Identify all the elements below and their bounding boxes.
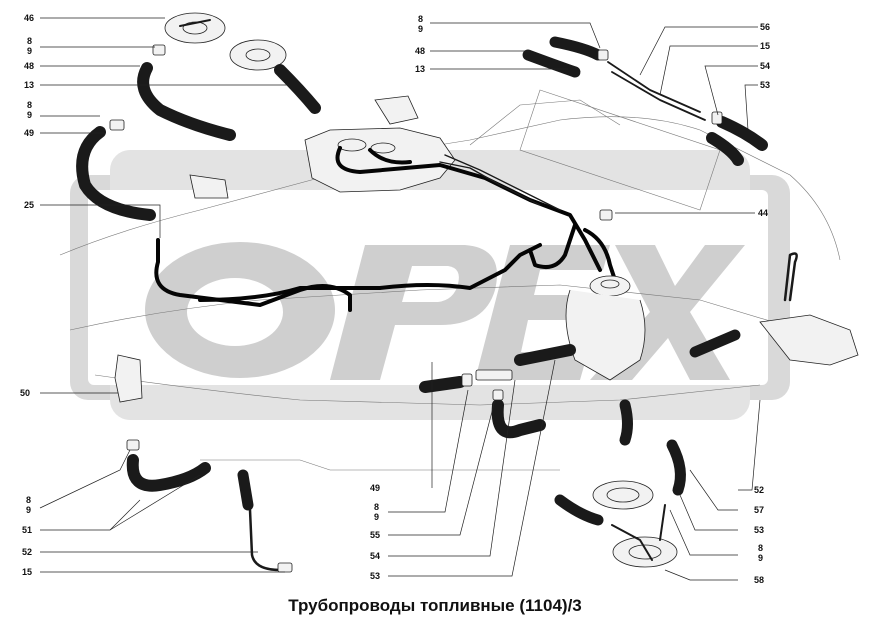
label-58: 58 (754, 575, 764, 585)
label-54: 54 (370, 551, 380, 561)
label-8: 8 (758, 543, 763, 553)
fuel-tank (304, 95, 456, 193)
label-57: 57 (754, 505, 764, 515)
label-56: 56 (760, 22, 770, 32)
label-48: 48 (415, 46, 425, 56)
label-15: 15 (22, 567, 32, 577)
part-labels-right-top: 56 15 54 53 44 (758, 22, 770, 218)
part-labels-right-bottom: 52 57 53 8 9 58 (754, 485, 764, 585)
label-53: 53 (370, 571, 380, 581)
label-46: 46 (24, 13, 34, 23)
label-13: 13 (24, 80, 34, 90)
parts-top-left (76, 12, 321, 221)
label-8: 8 (27, 100, 32, 110)
part-labels-top-center: 8 9 48 13 (415, 14, 425, 74)
label-8: 8 (374, 502, 379, 512)
label-48: 48 (24, 61, 34, 71)
label-9: 9 (27, 46, 32, 56)
part-labels-bottom-center: 49 8 9 55 54 53 (370, 483, 380, 581)
label-51: 51 (22, 525, 32, 535)
fuel-pump-module (565, 275, 646, 381)
car-body-outline (59, 89, 841, 471)
label-15: 15 (760, 41, 770, 51)
label-55: 55 (370, 530, 380, 540)
label-50: 50 (20, 388, 30, 398)
parts-bottom-right (554, 252, 859, 568)
label-54: 54 (760, 61, 770, 71)
label-49: 49 (24, 128, 34, 138)
leader-lines (39, 17, 761, 581)
label-9: 9 (26, 505, 31, 515)
label-49: 49 (370, 483, 380, 493)
diagram-title: Трубопроводы топливные (1104)/3 (288, 596, 582, 615)
label-9: 9 (418, 24, 423, 34)
label-9: 9 (27, 110, 32, 120)
label-8: 8 (27, 36, 32, 46)
label-9: 9 (374, 512, 379, 522)
label-52: 52 (22, 547, 32, 557)
label-13: 13 (415, 64, 425, 74)
label-8: 8 (26, 495, 31, 505)
label-52: 52 (754, 485, 764, 495)
label-53: 53 (760, 80, 770, 90)
label-8: 8 (418, 14, 423, 24)
label-44: 44 (758, 208, 768, 218)
label-9: 9 (758, 553, 763, 563)
parts-top-right (522, 36, 768, 221)
parts-bottom-center (419, 344, 576, 439)
label-53: 53 (754, 525, 764, 535)
parts-bottom-left (114, 354, 293, 573)
part-labels-left: 46 8 9 48 13 8 9 49 25 50 8 9 51 52 15 (20, 13, 34, 577)
label-25: 25 (24, 200, 34, 210)
main-fuel-line (154, 146, 617, 312)
